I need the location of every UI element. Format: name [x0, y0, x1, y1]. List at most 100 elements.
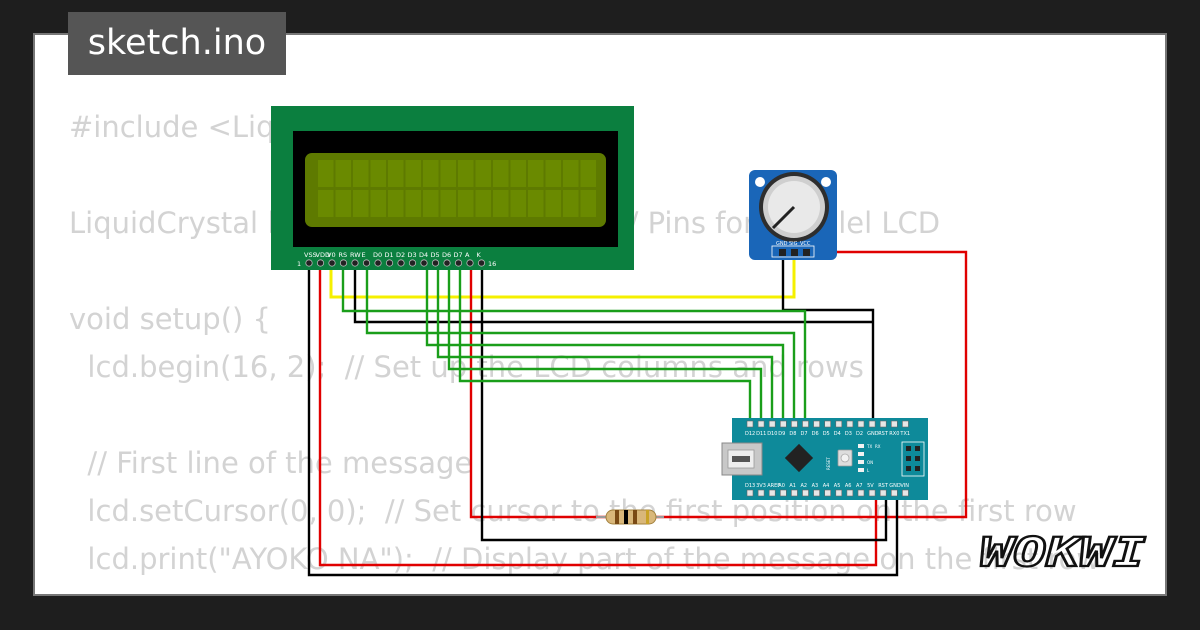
- wire-lcd-rs[interactable]: [341, 262, 807, 424]
- wire-pot-vcc[interactable]: [469, 250, 968, 519]
- resistor[interactable]: [596, 509, 664, 525]
- wokwi-logo: WOKWI: [979, 529, 1147, 577]
- nano-bottom-pin[interactable]: [768, 489, 776, 497]
- nano-bottom-pin[interactable]: [802, 489, 809, 497]
- lcd-pin[interactable]: [351, 259, 359, 267]
- wire-lcd-d4[interactable]: [425, 262, 785, 424]
- code-line: void setup() {: [69, 302, 271, 336]
- wire-lcd-k[interactable]: [480, 262, 888, 542]
- lcd-pin[interactable]: [362, 259, 371, 267]
- lcd-pin[interactable]: [385, 259, 394, 267]
- wire-v0-to-pot-sig[interactable]: [329, 258, 796, 299]
- nano-top-pin[interactable]: [902, 420, 909, 428]
- lcd-pin[interactable]: [374, 259, 382, 267]
- nano-top-pin[interactable]: [846, 420, 854, 428]
- lcd-pin-label: E: [362, 251, 366, 259]
- lcd-cell: [370, 190, 386, 217]
- nano-bottom-pin[interactable]: [879, 489, 887, 497]
- wire-lcd-vdd[interactable]: [318, 262, 878, 567]
- nano-top-pin[interactable]: [802, 420, 809, 428]
- lcd-pin[interactable]: [443, 259, 451, 267]
- lcd-pin[interactable]: [328, 259, 336, 267]
- nano-top-pin[interactable]: [890, 420, 898, 428]
- lcd-pin[interactable]: [466, 259, 474, 267]
- wire-lcd-d6[interactable]: [447, 262, 763, 424]
- lcd-pin[interactable]: [305, 259, 313, 267]
- nano-bottom-pin[interactable]: [746, 489, 754, 497]
- lcd-pin-header: [305, 259, 486, 267]
- wokwi-wordmark: WOKWI: [980, 530, 1146, 576]
- nano-bottom-pin[interactable]: [813, 489, 820, 497]
- nano-bottom-pin[interactable]: [868, 489, 876, 497]
- nano-top-pin-label: GND: [867, 431, 879, 437]
- nano-top-pin[interactable]: [868, 420, 876, 428]
- lcd-cell: [458, 160, 474, 187]
- nano-top-pin[interactable]: [857, 420, 865, 428]
- nano-bottom-pin[interactable]: [757, 489, 765, 497]
- nano-top-pin-label: D5: [823, 431, 830, 437]
- nano-top-pin[interactable]: [791, 420, 798, 428]
- nano-top-pin[interactable]: [746, 420, 754, 428]
- potentiometer[interactable]: GND SIG VCC: [749, 170, 837, 260]
- wire-lcd-e[interactable]: [365, 262, 796, 424]
- nano-top-pin[interactable]: [768, 420, 776, 428]
- nano-bottom-pin[interactable]: [824, 489, 832, 497]
- lcd-cell: [458, 190, 474, 217]
- lcd-cell: [475, 160, 491, 187]
- lcd-pin[interactable]: [397, 259, 405, 267]
- nano-bottom-pin[interactable]: [902, 489, 909, 497]
- usb-mini-connector: [721, 442, 763, 476]
- lcd-pin[interactable]: [431, 259, 440, 267]
- nano-bottom-pin[interactable]: [857, 489, 865, 497]
- lcd-pin[interactable]: [454, 259, 463, 267]
- nano-bottom-pin[interactable]: [779, 489, 787, 497]
- lcd-pin[interactable]: [420, 259, 428, 267]
- nano-bottom-pin-label: GND: [889, 483, 901, 489]
- nano-bottom-pin[interactable]: [791, 489, 798, 497]
- nano-top-pin[interactable]: [813, 420, 820, 428]
- lcd-cell: [545, 160, 561, 187]
- lcd-pin[interactable]: [316, 259, 325, 267]
- nano-top-pin[interactable]: [757, 420, 765, 428]
- nano-bottom-pin[interactable]: [846, 489, 854, 497]
- lcd-cell: [423, 190, 439, 217]
- wire-lcd-d7[interactable]: [458, 262, 752, 424]
- lcd-cell: [440, 190, 456, 217]
- nano-bottom-pin-label: D13: [745, 483, 755, 489]
- lcd-cell: [510, 160, 526, 187]
- reset-button[interactable]: [837, 449, 853, 467]
- nano-top-pin[interactable]: [779, 420, 787, 428]
- wire-pot-gnd[interactable]: [781, 252, 875, 424]
- wire-lcd-vss[interactable]: [307, 262, 899, 577]
- wire-lcd-rw[interactable]: [353, 262, 873, 324]
- lcd-cell: [563, 190, 579, 217]
- nano-bottom-pin[interactable]: [890, 489, 898, 497]
- wire-lcd-d5[interactable]: [436, 262, 774, 424]
- lcd-cell: [353, 190, 369, 217]
- wires: [307, 250, 968, 577]
- nano-top-pin[interactable]: [879, 420, 887, 428]
- lcd-pin[interactable]: [408, 259, 417, 267]
- nano-bottom-pin-label: A0: [778, 483, 785, 489]
- lcd-pin[interactable]: [339, 259, 348, 267]
- lcd-cell: [528, 160, 544, 187]
- lcd-pin[interactable]: [477, 259, 486, 267]
- pot-pin-gnd: GND: [776, 241, 788, 247]
- sketch-filename-tab[interactable]: sketch.ino: [68, 12, 286, 75]
- lcd-pin-label: D7: [454, 251, 463, 259]
- nano-top-pin-label: D6: [812, 431, 819, 437]
- nano-bottom-pin[interactable]: [835, 489, 843, 497]
- led-l-label: L: [867, 468, 870, 473]
- lcd-cell: [440, 160, 456, 187]
- nano-top-pin[interactable]: [835, 420, 843, 428]
- nano-bottom-pin-label: A1: [789, 483, 796, 489]
- lcd-pin-label: D5: [431, 251, 440, 259]
- lcd-pin-label: VDD: [316, 251, 330, 259]
- lcd-cell: [493, 190, 509, 217]
- nano-top-pin[interactable]: [824, 420, 832, 428]
- nano-top-pin-label: D3: [845, 431, 852, 437]
